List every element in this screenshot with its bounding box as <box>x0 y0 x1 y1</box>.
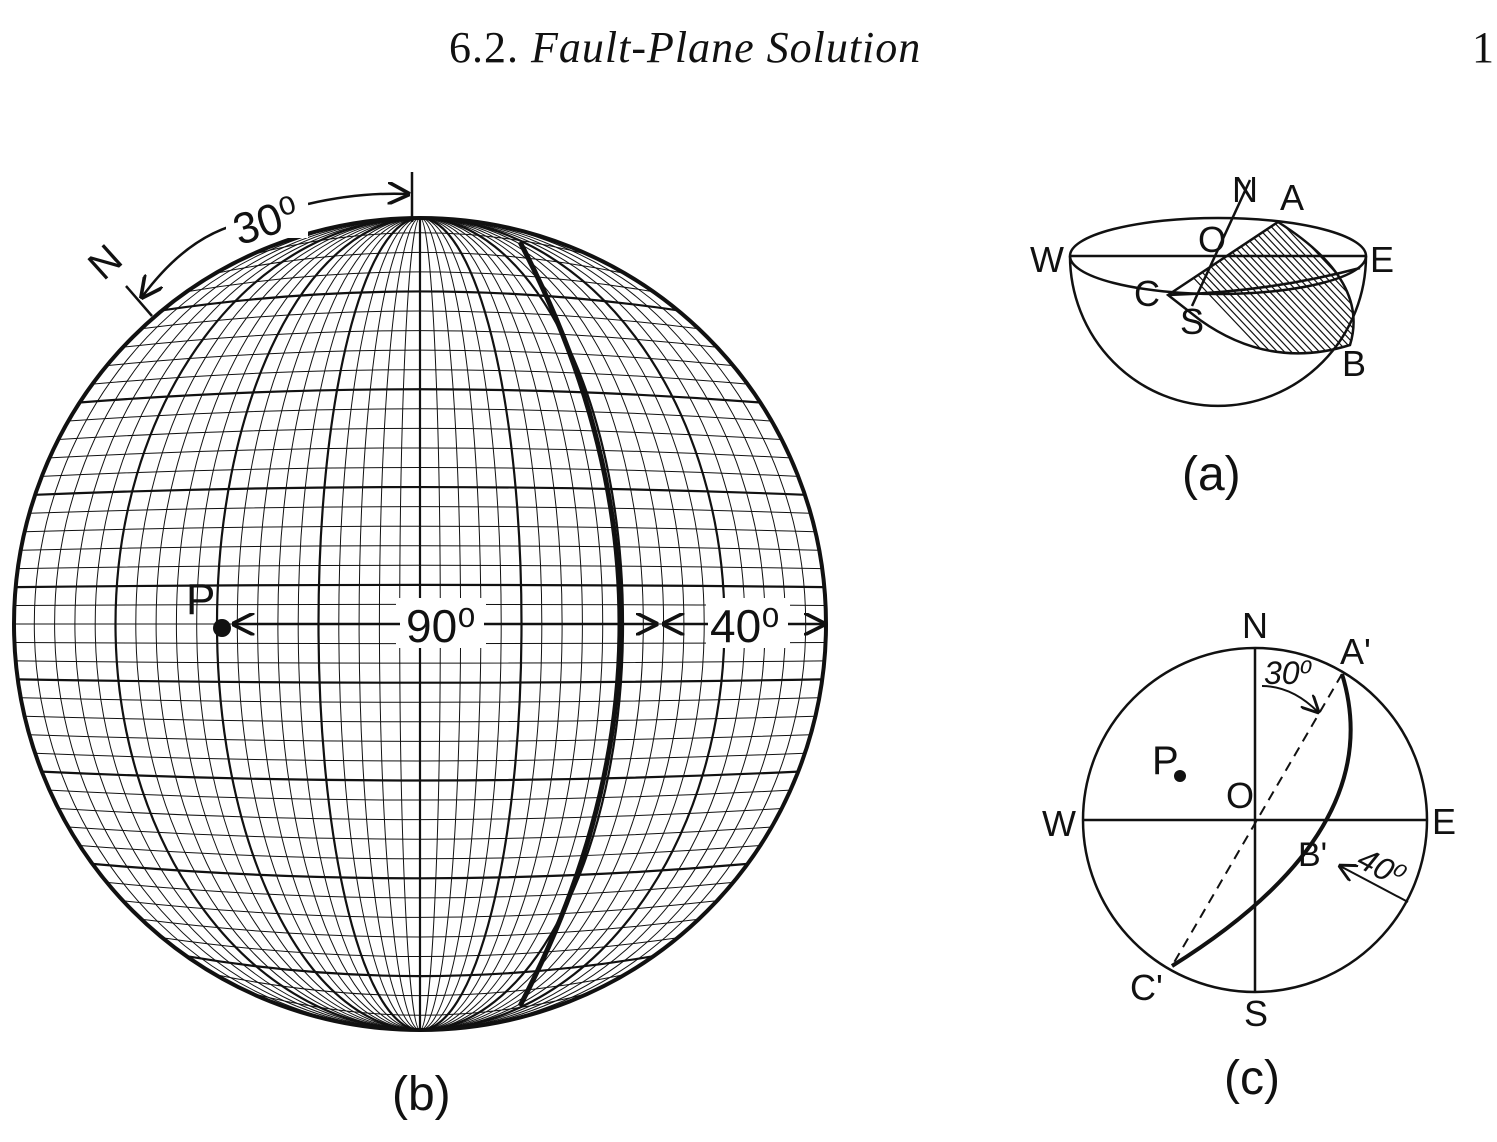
panel-a-focal-hemisphere: N A O W E C S B (a) <box>1030 169 1394 501</box>
label-a-west: W <box>1030 239 1064 280</box>
strike-angle-arc-c <box>1261 685 1318 712</box>
label-c-dip-angle: 40⁰ <box>1352 840 1412 895</box>
label-c-east: E <box>1432 801 1456 842</box>
caption-a: (a) <box>1182 448 1241 501</box>
fault-plane-projection <box>1170 673 1353 968</box>
label-c-a-prime: A' <box>1340 631 1371 672</box>
label-c-b-prime: B' <box>1298 836 1327 874</box>
label-a-b: B <box>1342 343 1366 384</box>
distance-label-b: 90⁰ <box>406 600 476 652</box>
caption-c: (c) <box>1224 1052 1280 1105</box>
label-a-south: S <box>1180 301 1204 342</box>
page-number: 1 <box>1472 23 1494 72</box>
hemisphere-lower-outline <box>1068 255 1368 408</box>
label-c-west: W <box>1042 803 1076 844</box>
label-a-a: A <box>1280 177 1304 218</box>
label-c-c-prime: C' <box>1130 967 1163 1008</box>
label-c-point: P <box>1152 739 1179 783</box>
label-a-north: N <box>1232 169 1258 210</box>
pole-point-p-c <box>1174 770 1186 782</box>
label-c-origin: O <box>1226 775 1254 816</box>
section-number: 6.2. <box>449 23 519 72</box>
page-header: 6.2. Fault-Plane Solution 1 <box>0 0 1497 90</box>
strike-line-dashed <box>1171 673 1343 967</box>
label-c-strike-angle: 30⁰ <box>1264 655 1313 691</box>
panel-c-stereographic-projection: N A' 30⁰ P O W E B' 40⁰ C' S (c) <box>1042 605 1456 1105</box>
stereonet-grid <box>14 218 826 1030</box>
label-a-c: C <box>1134 273 1160 314</box>
running-head: 6.2. Fault-Plane Solution <box>449 22 921 73</box>
panel-b-wulff-net: N 30⁰ P 90⁰ 40⁰ (b) <box>12 172 828 1121</box>
plane-lower-edge <box>1167 266 1361 297</box>
point-label-b: P <box>186 575 215 624</box>
caption-b: (b) <box>392 1068 451 1121</box>
dip-angle-arrow-c <box>1340 866 1409 903</box>
section-title: Fault-Plane Solution <box>531 23 922 72</box>
north-south-line <box>1190 179 1252 307</box>
label-c-north: N <box>1242 605 1268 646</box>
dip-label-b: 40⁰ <box>710 600 780 652</box>
north-label-b: N <box>80 236 131 288</box>
pole-point-p-b <box>213 619 231 637</box>
label-a-origin: O <box>1198 219 1226 260</box>
label-c-south: S <box>1244 993 1268 1034</box>
label-a-east: E <box>1370 239 1394 280</box>
strike-angle-arrow-right <box>307 194 408 204</box>
